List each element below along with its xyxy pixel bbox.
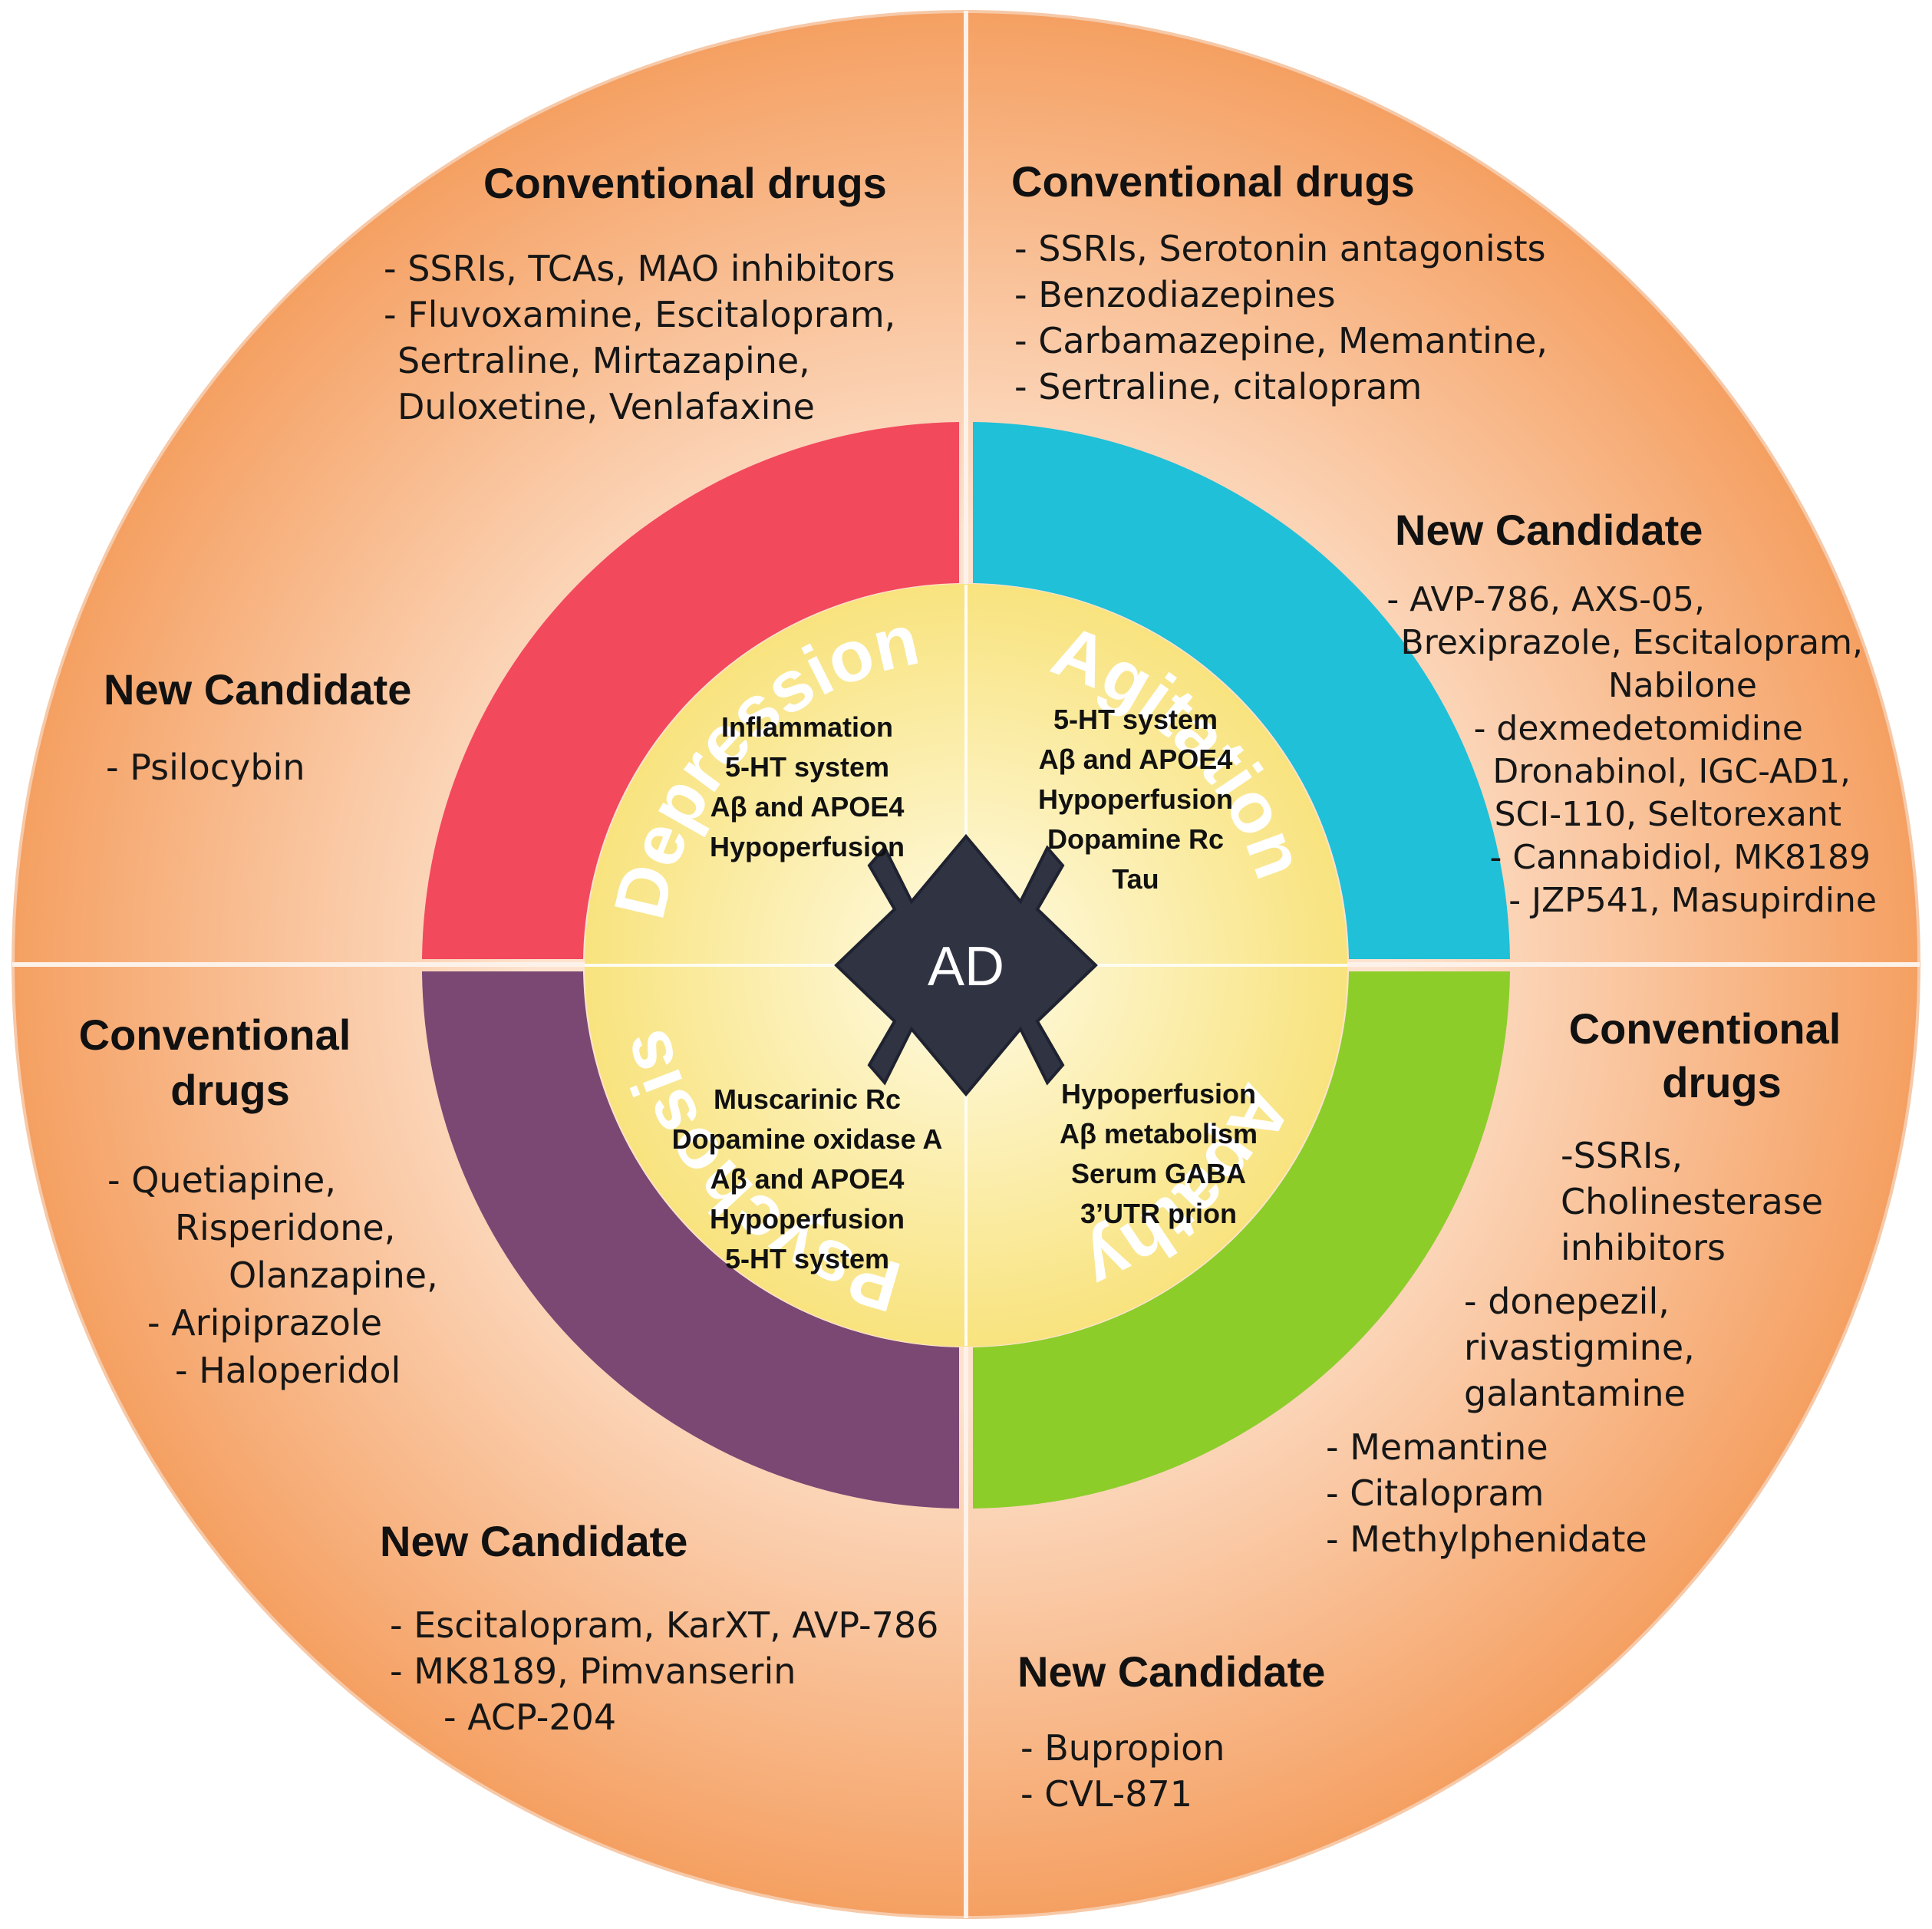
drug-line: Sertraline, Mirtazapine, bbox=[397, 340, 810, 381]
drug-line: - Quetiapine, bbox=[107, 1159, 336, 1201]
drug-line: - SSRIs, Serotonin antagonists bbox=[1014, 228, 1546, 269]
drug-line: - Aripiprazole bbox=[147, 1302, 382, 1344]
section-heading: Conventional bbox=[79, 1011, 351, 1059]
mechanism-item: Dopamine oxidase A bbox=[672, 1123, 943, 1155]
section-heading: Conventional drugs bbox=[483, 159, 887, 207]
ad-arrows-shape bbox=[834, 833, 1098, 1097]
mechanisms-agitation: 5-HT system Aβ and APOE4 Hypoperfusion D… bbox=[1038, 704, 1233, 895]
drug-line: Nabilone bbox=[1608, 666, 1757, 705]
drug-line: - Cannabidiol, MK8189 bbox=[1489, 838, 1871, 877]
section-heading: drugs bbox=[170, 1066, 290, 1114]
mechanism-item: Inflammation bbox=[721, 711, 893, 743]
drug-line: - ACP-204 bbox=[443, 1697, 616, 1738]
ad-center-badge: AD bbox=[834, 833, 1098, 1097]
mechanism-item: Aβ and APOE4 bbox=[710, 1163, 905, 1195]
section-heading: New Candidate bbox=[104, 665, 411, 714]
section-heading: New Candidate bbox=[380, 1517, 687, 1565]
mechanism-item: Tau bbox=[1112, 863, 1159, 895]
drug-line: Olanzapine, bbox=[229, 1255, 438, 1296]
apathy-candidate: New Candidate - Bupropion - CVL-871 bbox=[1017, 1647, 1325, 1815]
drug-line: - Sertraline, citalopram bbox=[1014, 366, 1422, 407]
section-heading: drugs bbox=[1662, 1058, 1782, 1106]
drug-line: - Haloperidol bbox=[175, 1350, 401, 1391]
mechanism-item: Aβ and APOE4 bbox=[710, 791, 905, 823]
mechanism-item: Aβ and APOE4 bbox=[1039, 744, 1233, 775]
drug-line: - MK8189, Pimvanserin bbox=[390, 1650, 796, 1692]
agitation-conventional: Conventional drugs - SSRIs, Serotonin an… bbox=[1011, 157, 1548, 407]
mechanism-item: 5-HT system bbox=[725, 751, 889, 783]
mechanism-item: 3’UTR prion bbox=[1080, 1198, 1237, 1229]
drug-line: - JZP541, Masupirdine bbox=[1508, 881, 1877, 920]
drug-line: Cholinesterase bbox=[1561, 1181, 1823, 1222]
mechanism-item: Dopamine Rc bbox=[1047, 823, 1224, 855]
mechanisms-depression: Inflammation 5-HT system Aβ and APOE4 Hy… bbox=[710, 711, 905, 862]
depression-candidate: New Candidate - Psilocybin bbox=[104, 665, 411, 788]
mechanism-item: Aβ metabolism bbox=[1060, 1118, 1258, 1149]
drug-line: -SSRIs, bbox=[1561, 1135, 1683, 1176]
mechanism-item: 5-HT system bbox=[725, 1243, 889, 1274]
drug-line: - Methylphenidate bbox=[1326, 1518, 1647, 1560]
drug-line: - Citalopram bbox=[1326, 1472, 1544, 1514]
drug-line: Dronabinol, IGC-AD1, bbox=[1492, 752, 1851, 791]
ring-depression bbox=[422, 422, 959, 959]
drug-line: - Carbamazepine, Memantine, bbox=[1014, 320, 1548, 361]
mechanism-item: Hypoperfusion bbox=[1061, 1078, 1256, 1110]
section-heading: Conventional bbox=[1569, 1004, 1841, 1053]
drug-line: - Bupropion bbox=[1020, 1727, 1225, 1769]
ad-center-label: AD bbox=[928, 936, 1004, 997]
agitation-candidate: New Candidate - AVP-786, AXS-05, Brexipr… bbox=[1386, 506, 1877, 920]
drug-line: - Benzodiazepines bbox=[1014, 274, 1336, 315]
apathy-conventional: Conventional drugs -SSRIs, Cholinesteras… bbox=[1326, 1004, 1841, 1560]
mechanism-item: Hypoperfusion bbox=[710, 1203, 905, 1235]
mechanism-item: Hypoperfusion bbox=[1038, 783, 1233, 815]
drug-line: - dexmedetomidine bbox=[1474, 709, 1803, 748]
ring-agitation bbox=[973, 422, 1510, 959]
drug-line: - donepezil, bbox=[1464, 1281, 1670, 1322]
drug-line: Brexiprazole, Escitalopram, bbox=[1401, 623, 1863, 662]
section-heading: New Candidate bbox=[1395, 506, 1703, 554]
mechanism-item: Muscarinic Rc bbox=[714, 1083, 901, 1115]
ring-psychosis bbox=[422, 971, 959, 1509]
drug-line: - Fluvoxamine, Escitalopram, bbox=[384, 294, 895, 335]
psychosis-conventional: Conventional drugs - Quetiapine, Risperi… bbox=[79, 1011, 438, 1391]
section-heading: New Candidate bbox=[1017, 1647, 1325, 1696]
ring-apathy bbox=[973, 971, 1510, 1509]
section-heading: Conventional drugs bbox=[1011, 157, 1415, 206]
drug-line: - Psilocybin bbox=[106, 747, 305, 788]
drug-line: - Escitalopram, KarXT, AVP-786 bbox=[390, 1604, 938, 1646]
drug-line: - AVP-786, AXS-05, bbox=[1386, 580, 1705, 619]
drug-line: galantamine bbox=[1464, 1373, 1686, 1414]
mechanism-item: 5-HT system bbox=[1053, 704, 1218, 735]
depression-conventional: Conventional drugs - SSRIs, TCAs, MAO in… bbox=[384, 159, 895, 427]
mechanisms-apathy: Hypoperfusion Aβ metabolism Serum GABA 3… bbox=[1060, 1078, 1258, 1229]
psychosis-candidate: New Candidate - Escitalopram, KarXT, AVP… bbox=[380, 1517, 938, 1738]
drug-line: Duloxetine, Venlafaxine bbox=[397, 386, 815, 427]
mechanism-item: Serum GABA bbox=[1071, 1158, 1246, 1189]
drug-line: Risperidone, bbox=[175, 1207, 395, 1248]
drug-line: inhibitors bbox=[1561, 1227, 1726, 1268]
drug-line: - CVL-871 bbox=[1020, 1773, 1192, 1815]
mechanism-item: Hypoperfusion bbox=[710, 831, 905, 862]
drug-line: rivastigmine, bbox=[1464, 1327, 1695, 1368]
mechanisms-psychosis: Muscarinic Rc Dopamine oxidase A Aβ and … bbox=[672, 1083, 943, 1274]
drug-line: - SSRIs, TCAs, MAO inhibitors bbox=[384, 248, 895, 289]
drug-line: - Memantine bbox=[1326, 1426, 1548, 1468]
drug-line: SCI-110, Seltorexant bbox=[1495, 795, 1841, 834]
